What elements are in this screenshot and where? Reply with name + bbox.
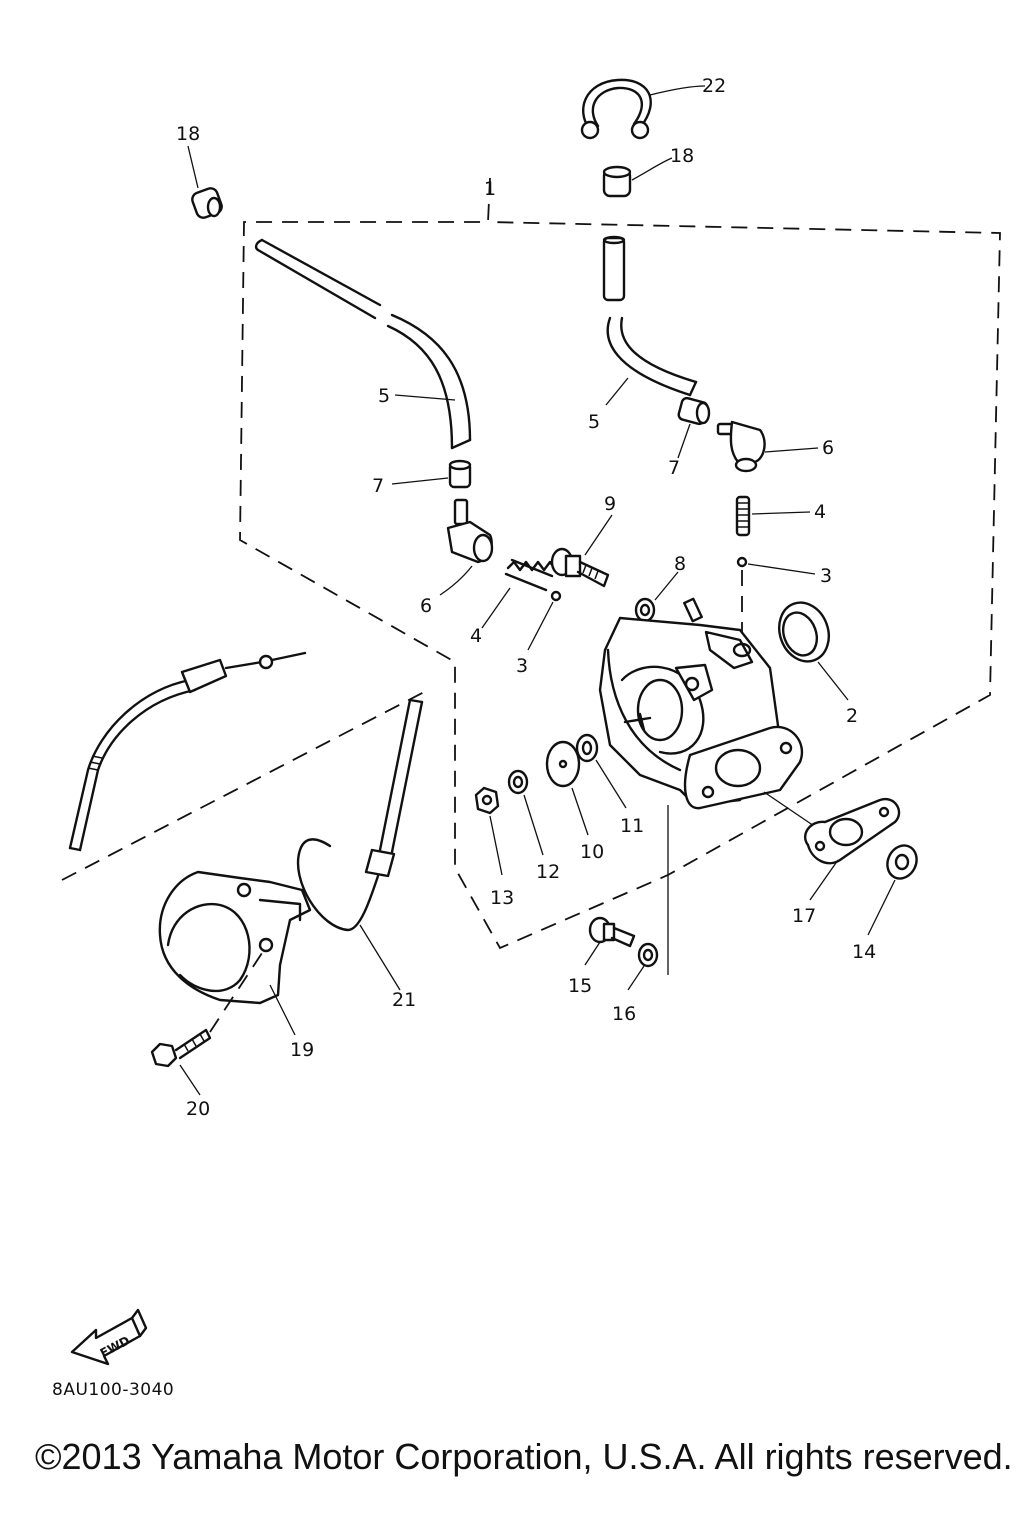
part-2-oil-seal xyxy=(778,601,849,701)
assembly-boundary xyxy=(61,177,1001,950)
part-6-elbow-right xyxy=(716,420,819,473)
callout-3-right: 3 xyxy=(820,565,832,587)
callout-labels: 1 2 3 3 4 4 5 5 6 6 7 7 8 9 10 11 12 13 … xyxy=(176,75,876,1120)
part-20-bolt xyxy=(150,949,265,1096)
callout-4-left: 4 xyxy=(470,625,482,647)
callout-6-left: 6 xyxy=(420,595,432,617)
copyright-notice: ©2013 Yamaha Motor Corporation, U.S.A. A… xyxy=(35,1436,1013,1477)
part-3-ball-left xyxy=(527,590,562,651)
cable-assembly-upper xyxy=(68,651,307,852)
part-19-cover xyxy=(158,870,312,1036)
callout-21: 21 xyxy=(392,989,416,1011)
part-4-spring-right xyxy=(735,495,811,537)
callout-14: 14 xyxy=(852,941,876,963)
callout-2: 2 xyxy=(846,705,858,727)
part-5-hose-right xyxy=(602,235,698,406)
callout-22: 22 xyxy=(702,75,726,97)
part-10-plate xyxy=(545,740,589,836)
part-1-oil-pump-body xyxy=(598,597,821,975)
callout-11: 11 xyxy=(620,815,644,837)
part-7-joint-right xyxy=(677,396,711,459)
callout-4-right: 4 xyxy=(814,501,826,523)
callout-8: 8 xyxy=(674,553,686,575)
callout-18-left: 18 xyxy=(176,123,200,145)
callout-19: 19 xyxy=(290,1039,314,1061)
callout-12: 12 xyxy=(536,861,560,883)
callout-20: 20 xyxy=(186,1098,210,1120)
part-9-bolt xyxy=(550,514,613,588)
part-17-gasket xyxy=(803,797,901,901)
part-7-joint-left xyxy=(391,459,472,489)
part-13-nut xyxy=(474,786,503,876)
part-4-spring-left xyxy=(481,558,562,629)
diagram-code: 8AU100-3040 xyxy=(52,1380,175,1400)
fwd-arrow-icon: FWD xyxy=(70,1308,148,1366)
part-14-washer xyxy=(867,844,918,936)
callout-18-right: 18 xyxy=(670,145,694,167)
callout-15: 15 xyxy=(568,975,592,997)
part-18-collar-top xyxy=(602,157,673,198)
callout-5-right: 5 xyxy=(588,411,600,433)
callout-13: 13 xyxy=(490,887,514,909)
part-21-cable xyxy=(297,698,424,991)
callout-10: 10 xyxy=(580,841,604,863)
callout-3-left: 3 xyxy=(516,655,528,677)
callout-6-right: 6 xyxy=(822,437,834,459)
callout-7-right: 7 xyxy=(668,457,680,479)
part-11-washer xyxy=(575,733,627,809)
part-5-hose-left xyxy=(254,238,472,450)
part-22-clip xyxy=(580,78,706,140)
callout-5-left: 5 xyxy=(378,385,390,407)
part-3-ball-right xyxy=(736,556,816,640)
part-6-elbow-left xyxy=(439,498,494,596)
part-8-washer xyxy=(634,571,679,623)
callout-17: 17 xyxy=(792,905,816,927)
callout-9: 9 xyxy=(604,493,616,515)
callout-1: 1 xyxy=(484,178,496,200)
part-12-washer xyxy=(507,769,544,856)
part-18-collar-left xyxy=(187,145,223,219)
part-16-washer xyxy=(627,942,659,991)
part-15-bolt xyxy=(584,916,636,966)
callout-7-left: 7 xyxy=(372,475,384,497)
callout-16: 16 xyxy=(612,1003,636,1025)
